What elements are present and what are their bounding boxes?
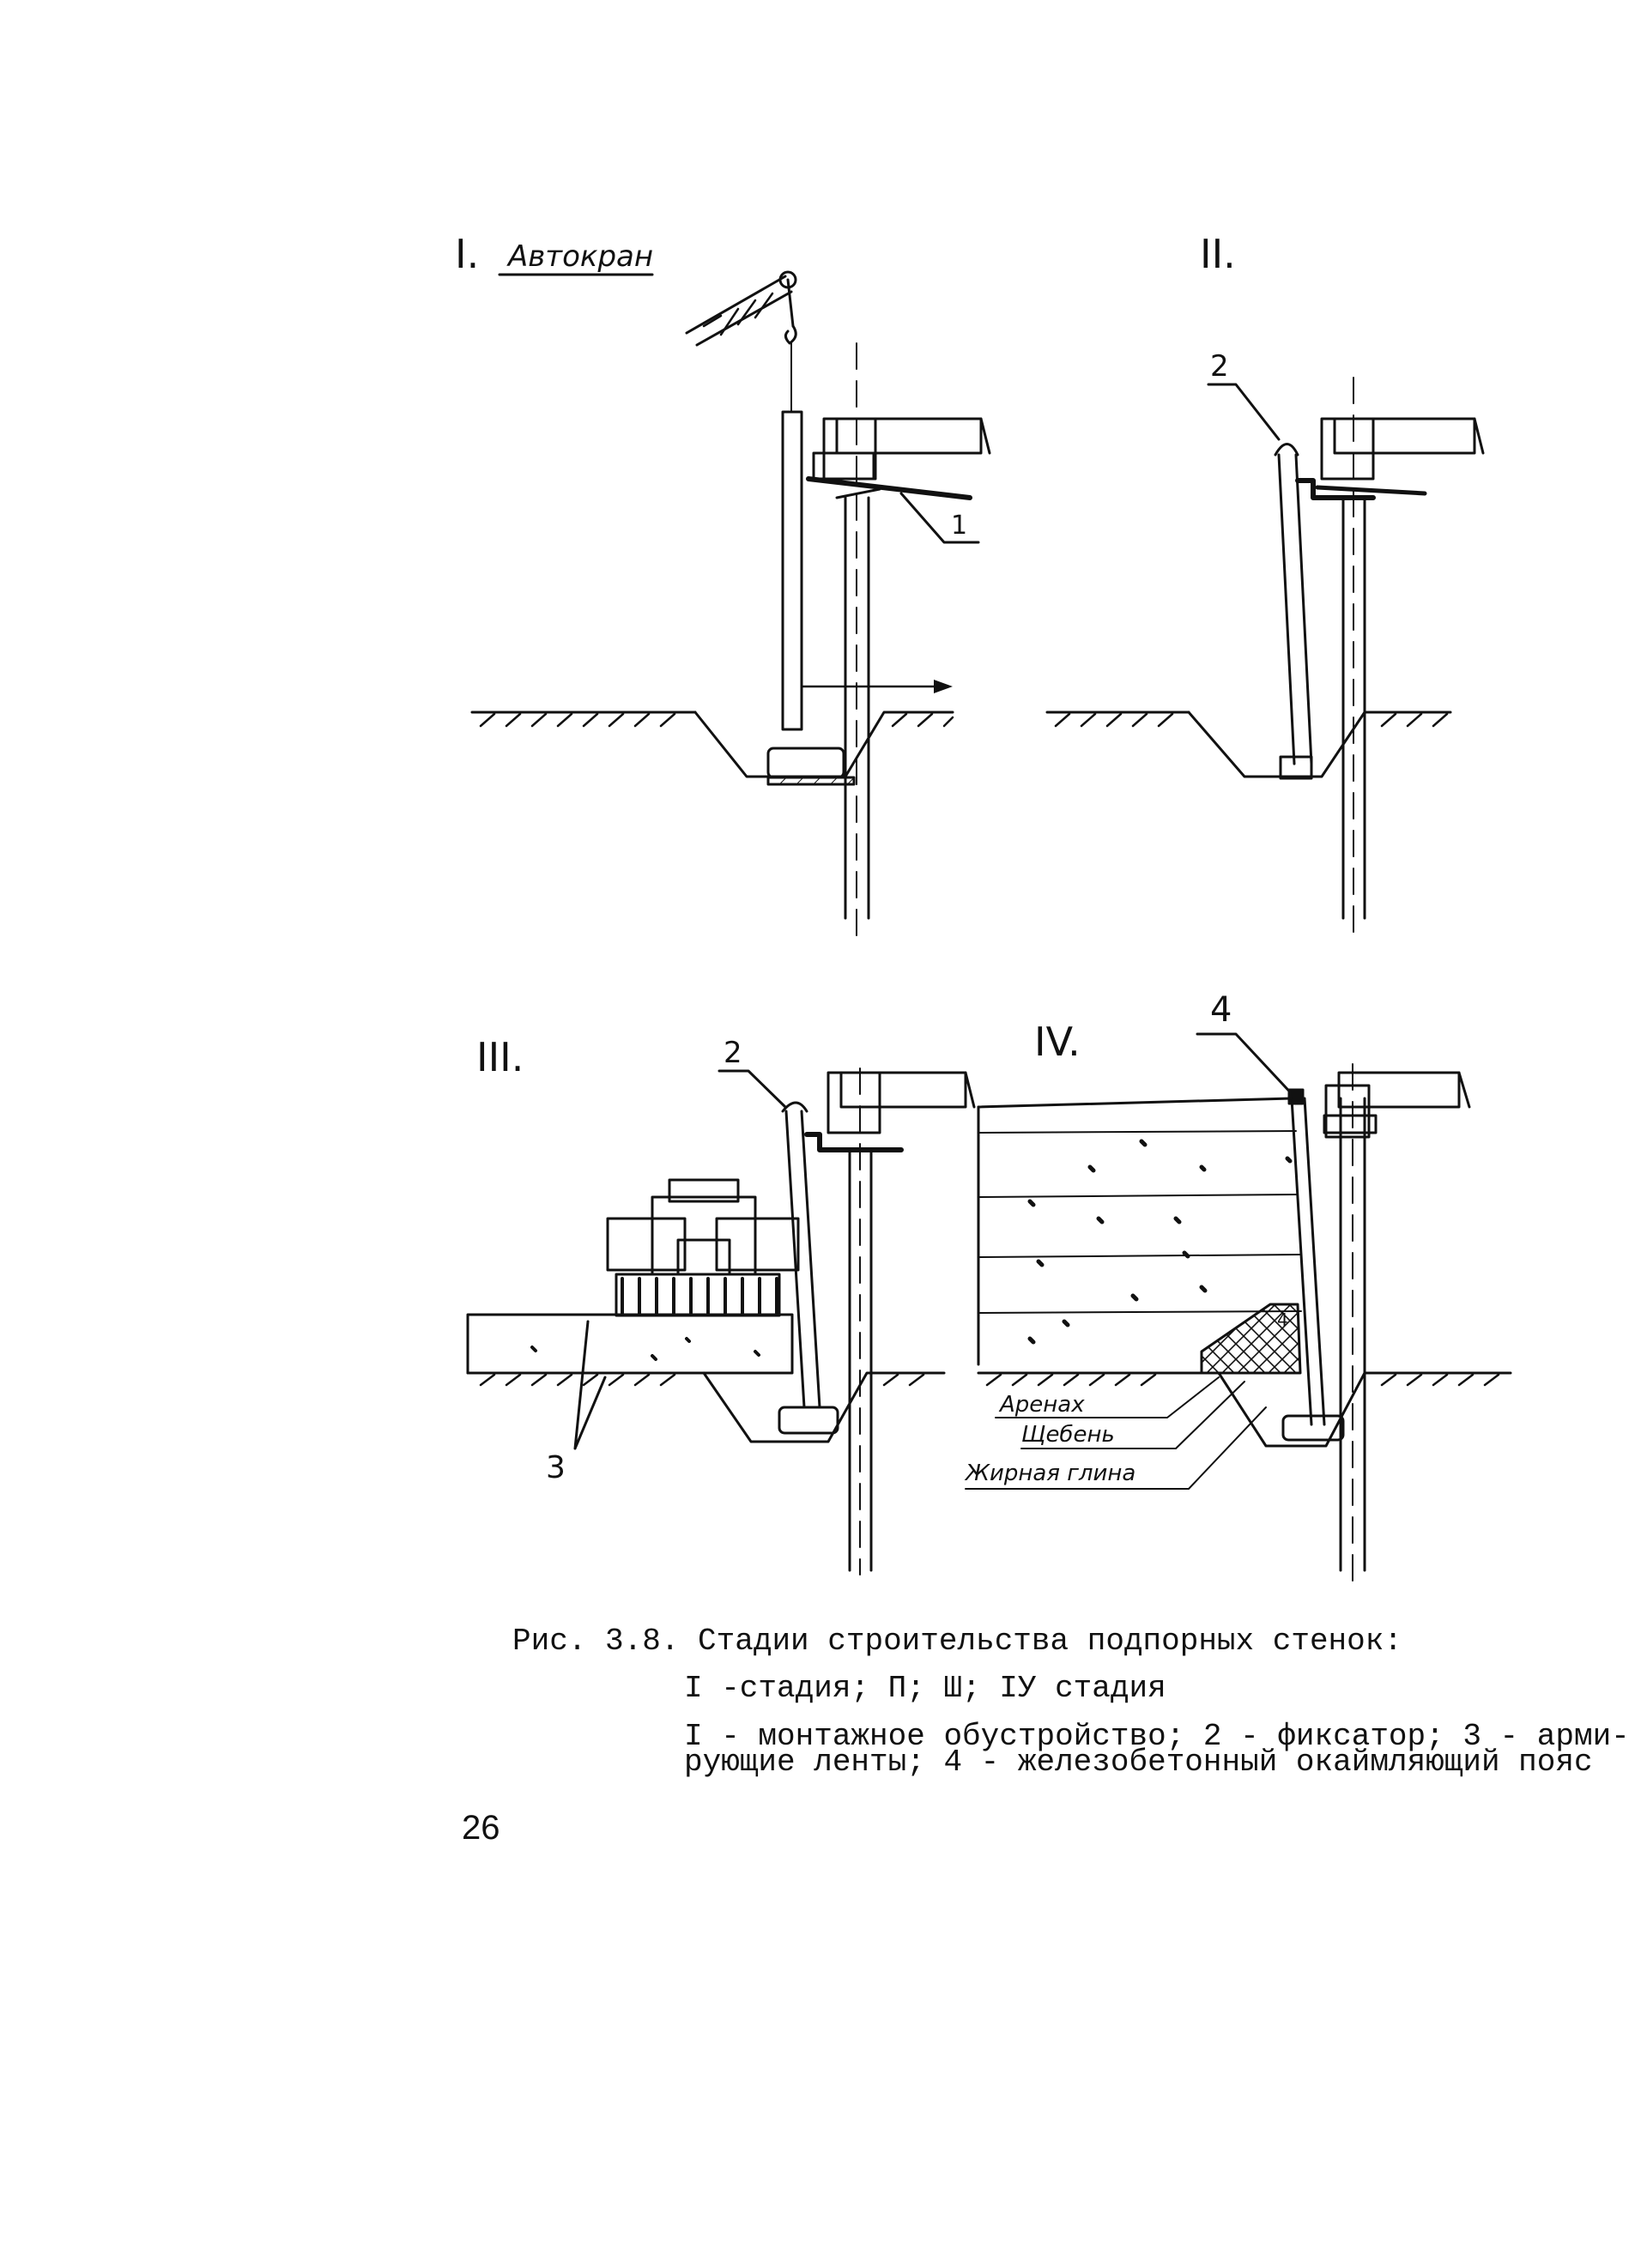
hanging-wall-panel: [781, 410, 803, 731]
stage-1-diagram: I. Автокран: [455, 231, 991, 945]
fill-label-clay: Жирная глина: [964, 1461, 1135, 1486]
stage-1-label: I.: [455, 231, 479, 277]
callout-3: 3: [546, 1450, 566, 1485]
crane-boom: [685, 270, 797, 413]
stage-3-pile: [827, 1067, 976, 1576]
stage-2-ground: [1045, 711, 1452, 778]
page-number: 26: [462, 1809, 500, 1847]
callout-2-stage3: 2: [724, 1036, 742, 1070]
stage-2-pile: [1315, 377, 1485, 940]
figure-caption-title: Рис. 3.8. Стадии строительства подпорных…: [512, 1624, 1402, 1659]
stage-3-diagram: III. 2: [466, 1034, 976, 1576]
stage-1-pile: [806, 342, 991, 945]
callout-4-small: 4: [1277, 1309, 1288, 1330]
crane-label: Автокран: [506, 239, 653, 274]
callout-1: 1: [951, 511, 967, 541]
stage-2-label: II.: [1200, 231, 1236, 277]
fill-label-drainage: Аренах: [998, 1392, 1085, 1418]
stage-4-pile: [1323, 1063, 1471, 1588]
fill-label-gravel: Щебень: [1021, 1422, 1115, 1448]
reinforced-fill-layer: [466, 1313, 794, 1375]
callout-2-stage2: 2: [1210, 349, 1229, 384]
stage-4-diagram: IV. 4: [964, 990, 1512, 1588]
compactor-machine: [606, 1178, 800, 1317]
stage-4-label: IV.: [1034, 1019, 1081, 1065]
backfill-block: [977, 1097, 1302, 1375]
figure-caption-legend-2: рующие ленты; 4 - железобетонный окаймля…: [684, 1745, 1593, 1780]
stage-1-ground: [470, 711, 954, 786]
stage-4-ground: [977, 1371, 1512, 1448]
figure-caption-stages: I -стадия; П; Ш; IУ стадия: [684, 1671, 1166, 1706]
figure-caption-legend-1: I - монтажное обустройство; 2 - фиксатор…: [684, 1719, 1630, 1754]
stage-2-fixator: [1274, 443, 1299, 457]
stage-3-ground: [466, 1371, 946, 1443]
callout-4: 4: [1210, 990, 1232, 1030]
stage-2-diagram: II. 2: [1045, 231, 1485, 940]
stage-3-label: III.: [476, 1034, 524, 1080]
